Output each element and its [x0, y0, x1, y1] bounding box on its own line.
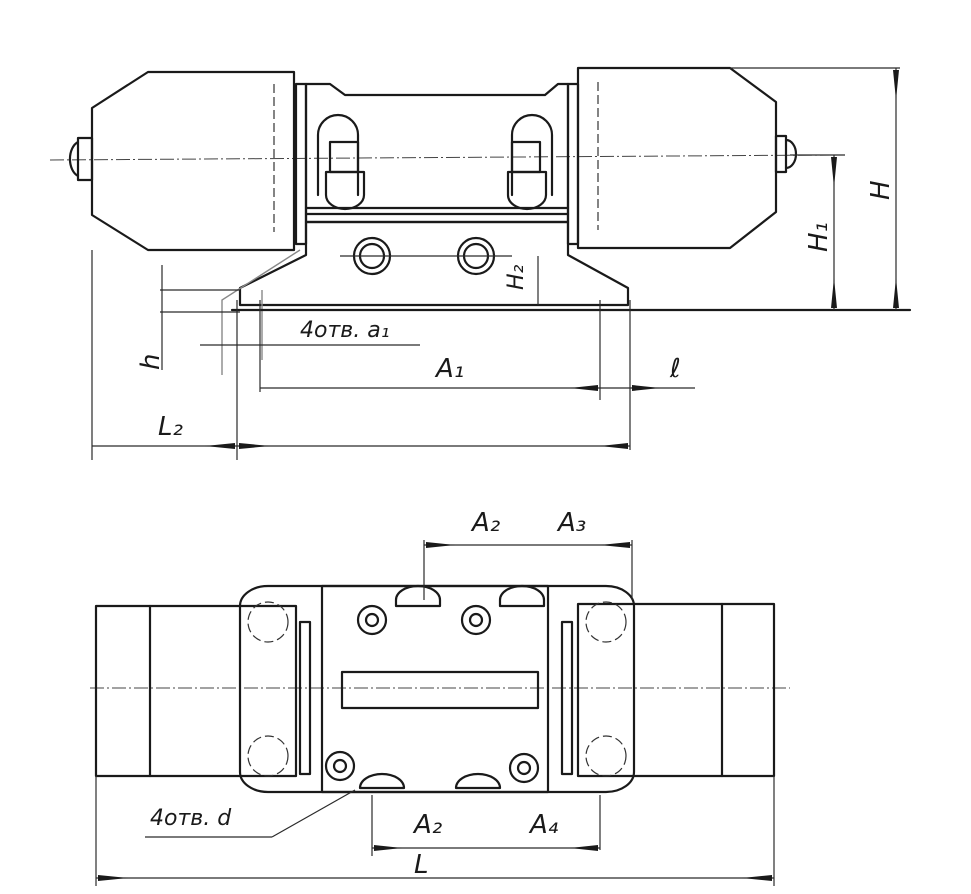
side-view [49, 66, 912, 460]
bolt-holes [247, 601, 627, 784]
dim-label-H2: H₂ [504, 264, 529, 290]
dim-label-L: L [414, 850, 429, 880]
dim-label-A3: A₃ [558, 508, 587, 538]
note-holes-a1: 4отв. a₁ [300, 318, 390, 343]
note-holes-d: 4отв. d [150, 806, 232, 831]
dim-label-h: h [136, 353, 166, 370]
dim-label-l: ℓ [670, 354, 681, 384]
dim-label-A2-top: A₂ [472, 508, 501, 538]
left-solenoid [90, 70, 296, 252]
dim-label-L2: L₂ [158, 412, 183, 442]
dim-label-H: H [866, 180, 896, 200]
valve-body [304, 82, 570, 224]
left-cap [76, 136, 94, 182]
base-plate [238, 220, 630, 307]
right-solenoid [576, 66, 778, 250]
subplate-outline [238, 584, 636, 794]
dim-label-A2-bottom: A₂ [414, 810, 443, 840]
dim-label-A4: A₄ [530, 810, 559, 840]
dim-label-A1: A₁ [436, 354, 465, 384]
dim-label-H1: H₁ [804, 222, 834, 252]
top-view [90, 540, 790, 886]
